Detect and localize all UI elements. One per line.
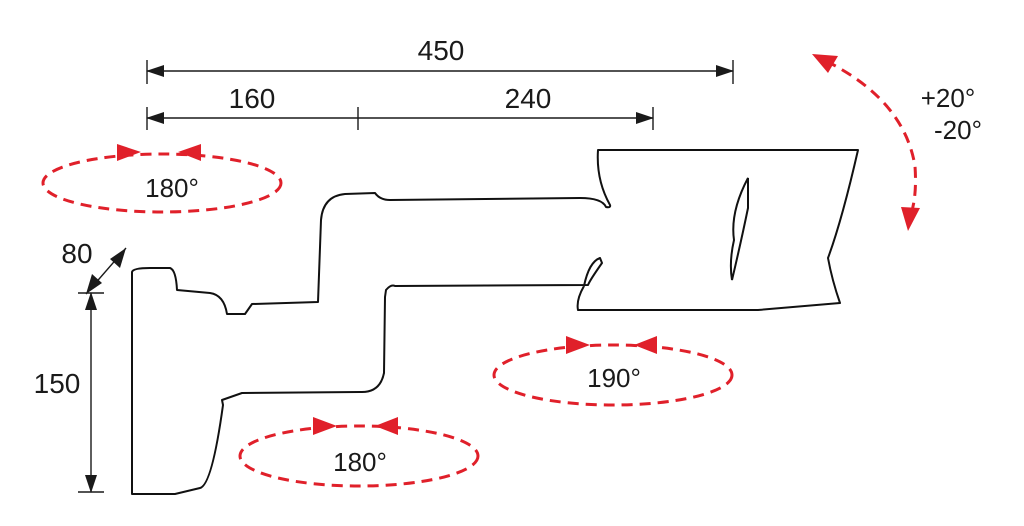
rotation-arrow-icon <box>812 54 838 73</box>
camera-window-slot <box>729 177 749 281</box>
rotation-arrow-icon <box>178 144 201 161</box>
mount-height-label: 150 <box>34 368 81 399</box>
upper-rotation-label: 180° <box>145 173 199 203</box>
rotation-indicator-upper: 180° <box>41 144 283 214</box>
rotation-indicator-camera: 190° <box>492 336 734 407</box>
tilt-up-label: +20° <box>921 83 976 113</box>
rotation-indicator-lower: 180° <box>238 417 480 488</box>
dimension-overall-length: 450 <box>146 35 734 84</box>
first-arm-label: 160 <box>229 83 276 114</box>
rotation-arrow-icon <box>566 336 590 354</box>
rotation-arrow-icon <box>117 144 141 161</box>
camera-rotation-label: 190° <box>587 363 641 393</box>
rotation-arrow-icon <box>901 207 920 231</box>
tilt-indicator: +20° -20° <box>812 54 982 231</box>
overall-length-label: 450 <box>418 35 465 66</box>
rotation-arrow-icon <box>634 336 657 354</box>
bracket-body-outline <box>131 149 859 495</box>
dimension-mount-height: 150 <box>34 292 104 493</box>
second-arm-label: 240 <box>505 83 552 114</box>
lower-rotation-label: 180° <box>333 447 387 477</box>
dimension-mount-depth: 80 <box>61 238 127 295</box>
rotation-arrow-icon <box>313 417 337 435</box>
tilt-down-label: -20° <box>934 115 982 145</box>
mount-depth-label: 80 <box>61 238 92 269</box>
rotation-arrow-icon <box>375 417 398 435</box>
dimension-arm-segments: 160 240 <box>146 83 654 130</box>
